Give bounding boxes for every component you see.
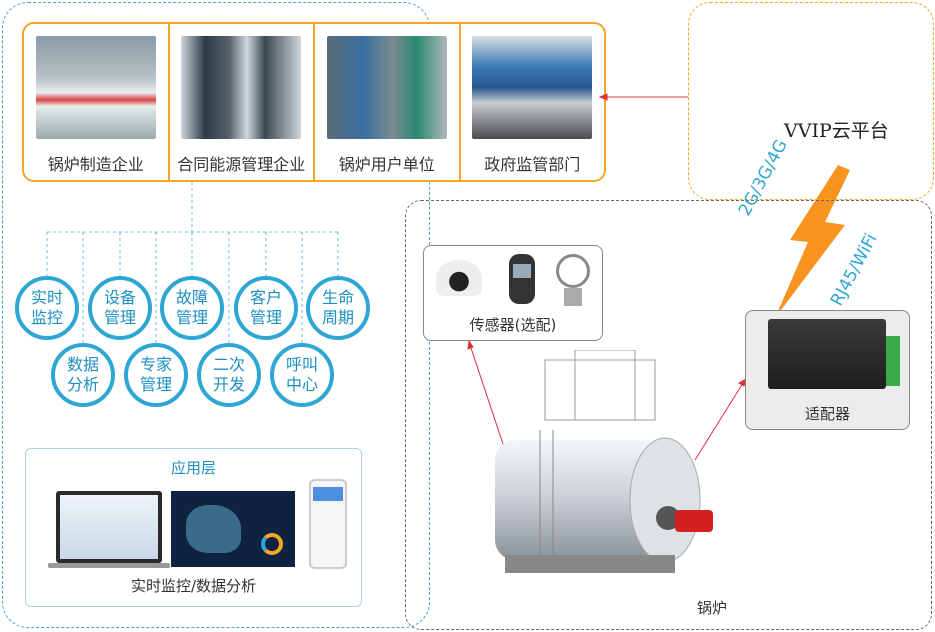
function-data-analysis[interactable]: 数据分析 <box>51 343 115 407</box>
adapter-label: 适配器 <box>804 405 850 423</box>
laptop-icon <box>56 491 162 563</box>
adapter-device-icon <box>768 319 886 389</box>
function-secondary-development[interactable]: 二次开发 <box>197 343 261 407</box>
gauge-fitting <box>564 288 582 306</box>
function-expert-management[interactable]: 专家管理 <box>124 343 188 407</box>
control-room-photo <box>472 36 593 139</box>
digital-gauge-icon <box>509 254 535 304</box>
function-customer-management[interactable]: 客户管理 <box>234 276 298 340</box>
application-layer-box: 应用层 实时监控/数据分析 <box>25 448 362 607</box>
app-layer-title: 应用层 <box>170 459 216 477</box>
function-realtime-monitor[interactable]: 实时监控 <box>15 276 79 340</box>
function-device-management[interactable]: 设备管理 <box>88 276 152 340</box>
stakeholder-label: 政府监管部门 <box>484 155 581 174</box>
factory-photo <box>35 36 156 139</box>
laptop-base <box>48 563 170 568</box>
stakeholder-label: 锅炉用户单位 <box>338 155 435 174</box>
boiler-label: 锅炉 <box>697 599 728 617</box>
boiler-room-photo <box>326 36 447 139</box>
cloud-platform-box: VVIP云平台 <box>688 2 934 200</box>
cloud-platform-label: VVIP云平台 <box>784 120 889 142</box>
boiler-illustration <box>495 350 713 573</box>
stakeholder-government: 政府监管部门 <box>461 24 605 180</box>
stakeholder-manufacturer: 锅炉制造企业 <box>24 24 170 180</box>
app-layer-caption: 实时监控/数据分析 <box>130 577 257 595</box>
function-lifecycle[interactable]: 生命周期 <box>306 276 370 340</box>
lightning-bolt-icon <box>775 165 850 318</box>
dashboard-screen-icon <box>171 491 295 567</box>
function-call-center[interactable]: 呼叫中心 <box>270 343 334 407</box>
stakeholder-user-unit: 锅炉用户单位 <box>315 24 461 180</box>
stakeholder-label: 锅炉制造企业 <box>47 155 144 174</box>
phone-icon <box>309 479 347 569</box>
device-frame <box>405 200 932 630</box>
stakeholder-label: 合同能源管理企业 <box>177 155 306 174</box>
stakeholder-panel: 锅炉制造企业 合同能源管理企业 锅炉用户单位 政府监管部门 <box>22 22 606 182</box>
plant-photo <box>181 36 302 139</box>
sensor-box: 传感器(选配) <box>423 245 603 341</box>
terminal-block <box>886 336 900 386</box>
stakeholder-energy-company: 合同能源管理企业 <box>170 24 315 180</box>
adapter-box: 适配器 <box>745 310 910 430</box>
function-fault-management[interactable]: 故障管理 <box>160 276 224 340</box>
pressure-gauge-icon <box>556 254 590 288</box>
sensor-label: 传感器(选配) <box>469 316 557 334</box>
camera-icon <box>436 260 482 296</box>
